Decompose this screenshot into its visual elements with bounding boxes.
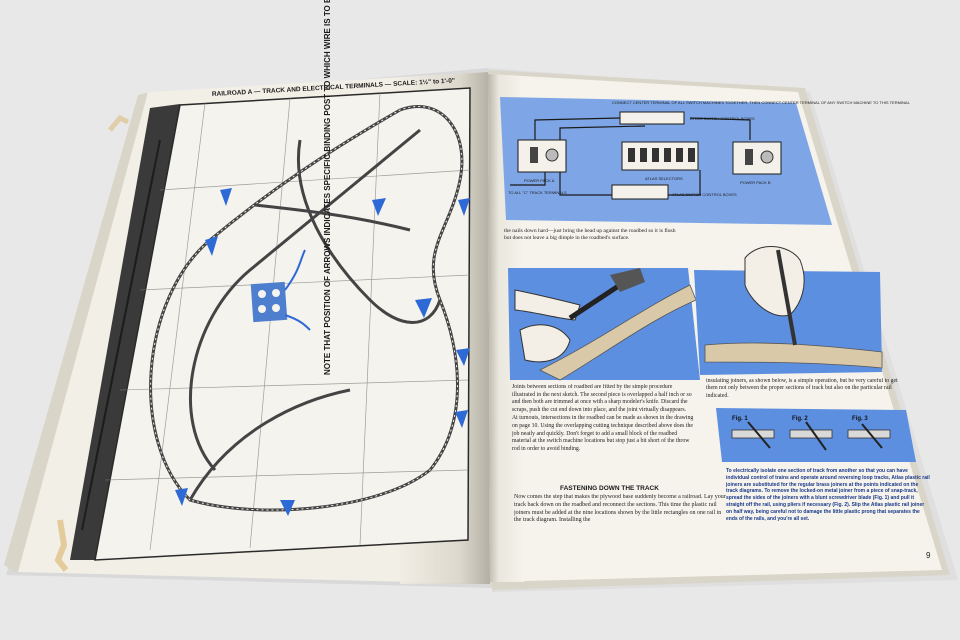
- page-edges-left: [4, 92, 150, 574]
- photo-strip: [70, 104, 180, 560]
- power-pack-a: [517, 139, 567, 173]
- para-top: the nails down hard—just bring the head …: [504, 228, 676, 241]
- fig1-label: Fig. 1: [732, 416, 748, 422]
- col1-para1: Joints between sections of roadbed are f…: [512, 384, 693, 452]
- wiring-switch-box-label: ATLAS SWITCH CONTROL BOXES: [672, 192, 737, 197]
- section-heading: FASTENING DOWN THE TRACK: [560, 485, 659, 492]
- hammer-illustration: [508, 268, 700, 381]
- atlas-selectors: [621, 141, 699, 171]
- col1-para3: Now comes the step that makes the plywoo…: [514, 494, 726, 523]
- wiring-power-a: POWER PACK A: [524, 178, 555, 183]
- page-number: 9: [926, 551, 931, 560]
- col2-para1: insulating joiners, as shown below, is a…: [706, 378, 898, 399]
- wiring-top-label: CONNECT CENTER TERMINAL OF ALL SWITCH MA…: [612, 100, 911, 105]
- knife-illustration: [694, 245, 883, 375]
- fig3-label: Fig. 3: [852, 416, 868, 422]
- figure-caption: To electrically isolate one section of t…: [726, 468, 930, 522]
- rail-joiner-figures: Fig. 1 Fig. 2 Fig. 3: [716, 408, 916, 462]
- switch-control-boxes-top: [619, 111, 685, 125]
- wiring-terminals-label: TO ALL "C" TRACK TERMINALS: [508, 190, 567, 195]
- wiring-selectors-label: ATLAS SELECTORS: [645, 176, 683, 181]
- power-pack-b: [732, 141, 782, 175]
- switch-control-boxes-bottom: [611, 184, 669, 200]
- wiring-power-b: POWER PACK B: [740, 180, 771, 185]
- fig2-label: Fig. 2: [792, 416, 808, 422]
- diagram-note: NOTE THAT POSITION OF ARROWS INDICATES S…: [323, 0, 332, 375]
- wiring-control-label: ATLAS SWITCH CONTROL BOXES: [690, 116, 755, 121]
